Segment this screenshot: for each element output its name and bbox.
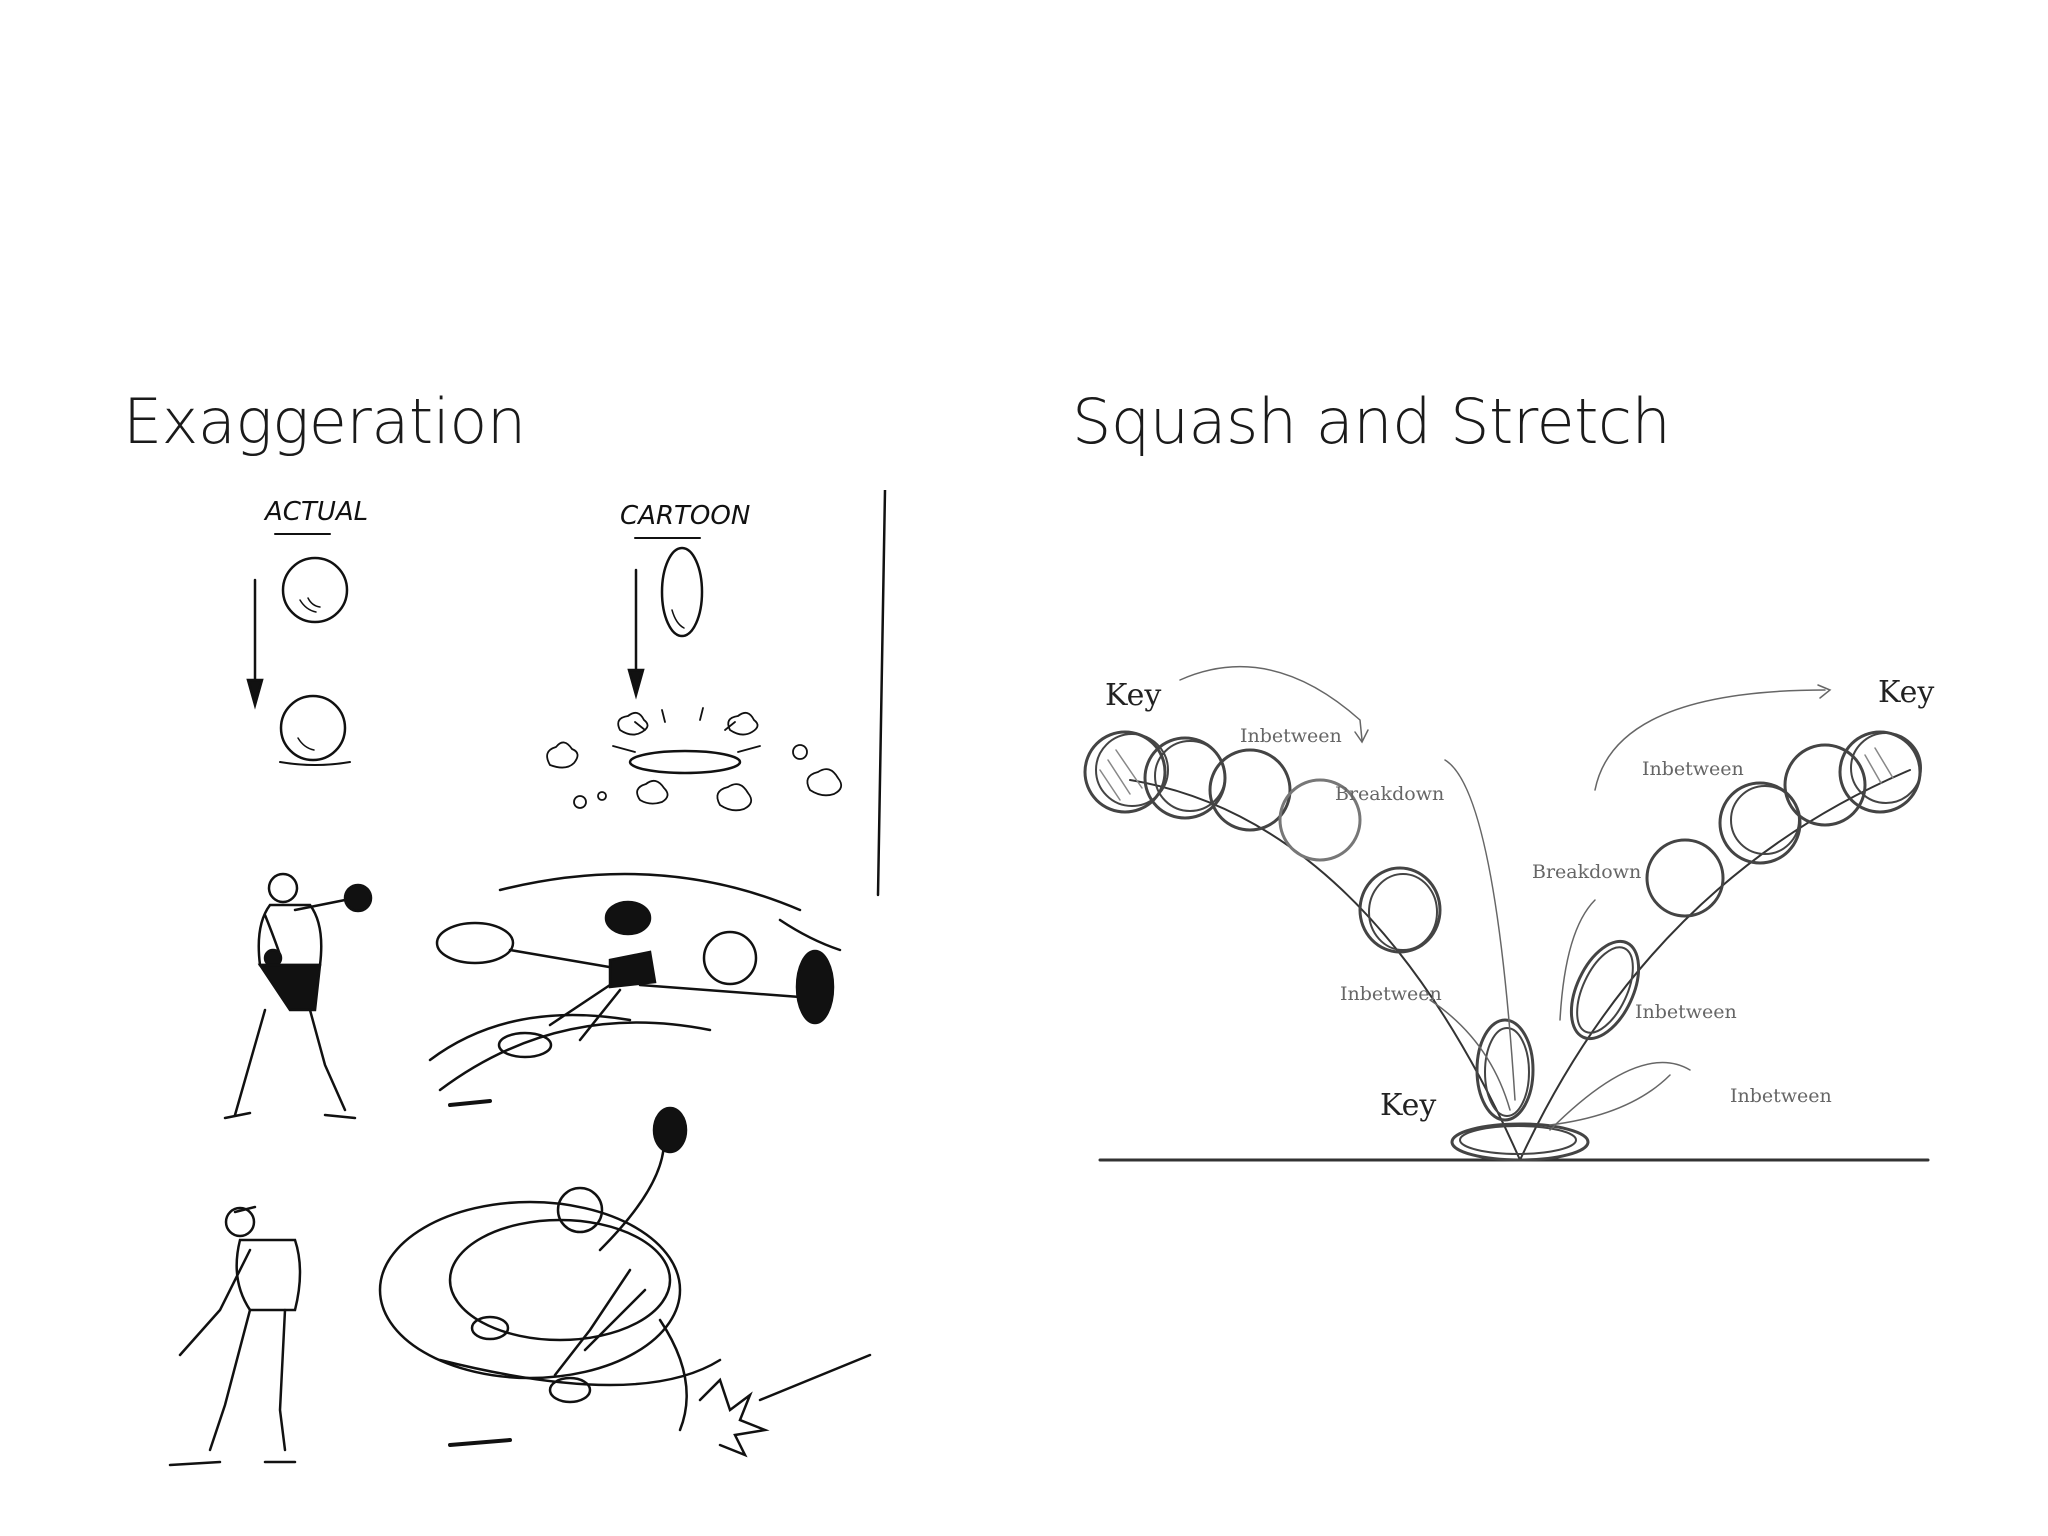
squash-stretch-illustration: Key Key Key Inbetween Breakdown Inbetwee… <box>1070 660 1950 1180</box>
squash-stretch-svg: Key Key Key Inbetween Breakdown Inbetwee… <box>1083 665 1934 1162</box>
left-motion-arc <box>1129 779 1521 1161</box>
ball-breakdown-left <box>1278 778 1362 862</box>
dust-clouds <box>546 711 843 812</box>
annotation-arrows <box>1179 665 1832 1131</box>
label-breakdown-1: Breakdown <box>1335 783 1444 805</box>
ball-stretched-up <box>1569 939 1641 1041</box>
right-motion-arc <box>1519 769 1911 1161</box>
right-title: Squash and Stretch <box>1072 385 1671 458</box>
label-inbetween-4: Inbetween <box>1635 1001 1737 1023</box>
cartoon-arrow <box>627 568 645 700</box>
label-inbetween-3: Inbetween <box>1642 758 1744 780</box>
ball-right-3 <box>1718 781 1802 865</box>
ball-stretched-down <box>1475 1018 1535 1122</box>
cartoon-boxer <box>428 488 887 1107</box>
label-key-bottom: Key <box>1380 1088 1436 1123</box>
label-inbetween-5: Inbetween <box>1730 1085 1832 1107</box>
label-inbetween-2: Inbetween <box>1340 983 1442 1005</box>
ball-breakdown-right <box>1645 838 1725 918</box>
ball-left-2 <box>1143 736 1227 820</box>
actual-arrow <box>246 578 264 710</box>
cartoon-label: CARTOON <box>620 501 750 531</box>
cartoon-golfer <box>378 1106 872 1458</box>
left-title: Exaggeration <box>123 385 526 458</box>
exaggeration-illustration: ACTUAL CARTOON <box>140 488 930 1510</box>
ball-right-4 <box>1783 743 1867 827</box>
label-inbetween-1: Inbetween <box>1240 725 1342 747</box>
label-key-top-left: Key <box>1105 678 1161 713</box>
ball-key-top-left <box>1083 730 1169 814</box>
ball-left-3 <box>1208 748 1292 832</box>
actual-label: ACTUAL <box>263 497 368 527</box>
ball-squashed <box>1450 1122 1590 1162</box>
actual-boxer <box>223 872 373 1120</box>
actual-ball-bottom <box>279 694 351 766</box>
actual-golfer <box>168 1205 302 1467</box>
exaggeration-svg: ACTUAL CARTOON <box>168 488 887 1467</box>
cartoon-ball-stretched <box>660 546 704 638</box>
cartoon-ball-squashed <box>612 707 761 775</box>
label-key-top-right: Key <box>1878 675 1934 710</box>
actual-ball-top <box>281 556 349 624</box>
ball-left-5 <box>1358 866 1442 954</box>
label-breakdown-2: Breakdown <box>1532 861 1641 883</box>
ball-key-top-right <box>1838 730 1922 814</box>
